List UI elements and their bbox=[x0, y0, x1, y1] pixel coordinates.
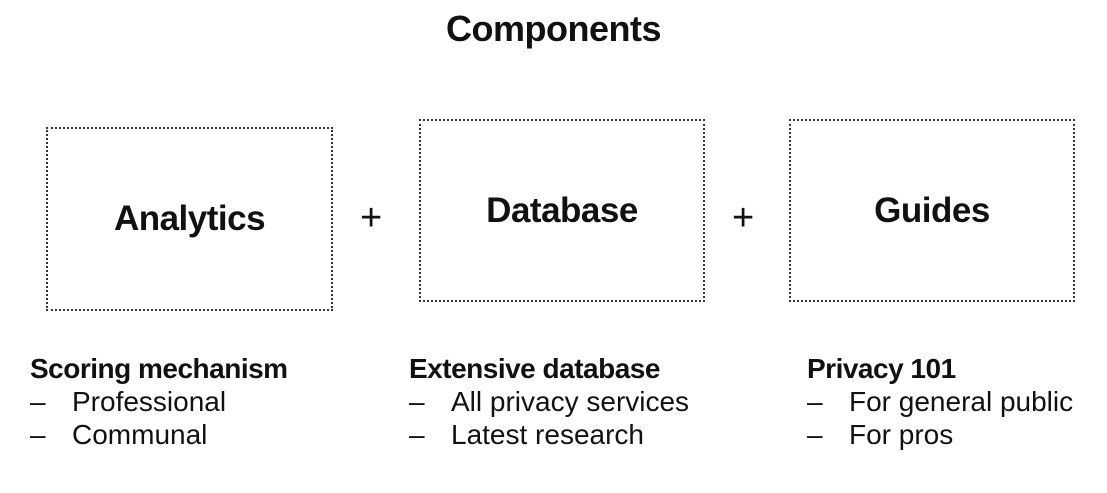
bullet-dash: – bbox=[807, 419, 823, 450]
bullet-dash: – bbox=[409, 419, 425, 450]
analytics-heading: Scoring mechanism bbox=[30, 353, 288, 384]
list-item-label: All privacy services bbox=[451, 386, 690, 417]
database-heading: Extensive database bbox=[409, 353, 660, 384]
list-item: – All privacy services bbox=[409, 385, 689, 418]
list-item-label: For general public bbox=[849, 386, 1074, 417]
guides-box: Guides bbox=[789, 119, 1075, 302]
analytics-details: Scoring mechanism – Professional – Commu… bbox=[30, 352, 288, 451]
list-item: – Communal bbox=[30, 418, 288, 451]
list-item: – Latest research bbox=[409, 418, 689, 451]
guides-heading: Privacy 101 bbox=[807, 353, 956, 384]
database-details: Extensive database – All privacy service… bbox=[409, 352, 689, 451]
page-title: Components bbox=[446, 8, 662, 49]
plus-operator: + bbox=[360, 197, 383, 239]
list-item: – For general public bbox=[807, 385, 1073, 418]
list-item-label: Communal bbox=[72, 419, 208, 450]
bullet-dash: – bbox=[807, 386, 823, 417]
list-item-label: Professional bbox=[72, 386, 227, 417]
bullet-dash: – bbox=[30, 386, 46, 417]
list-item-label: Latest research bbox=[451, 419, 644, 450]
list-item: – Professional bbox=[30, 385, 288, 418]
database-box: Database bbox=[419, 119, 705, 302]
analytics-box: Analytics bbox=[46, 127, 333, 311]
list-item: – For pros bbox=[807, 418, 1073, 451]
bullet-dash: – bbox=[30, 419, 46, 450]
plus-operator: + bbox=[732, 197, 755, 239]
guides-details: Privacy 101 – For general public – For p… bbox=[807, 352, 1073, 451]
bullet-dash: – bbox=[409, 386, 425, 417]
list-item-label: For pros bbox=[849, 419, 954, 450]
